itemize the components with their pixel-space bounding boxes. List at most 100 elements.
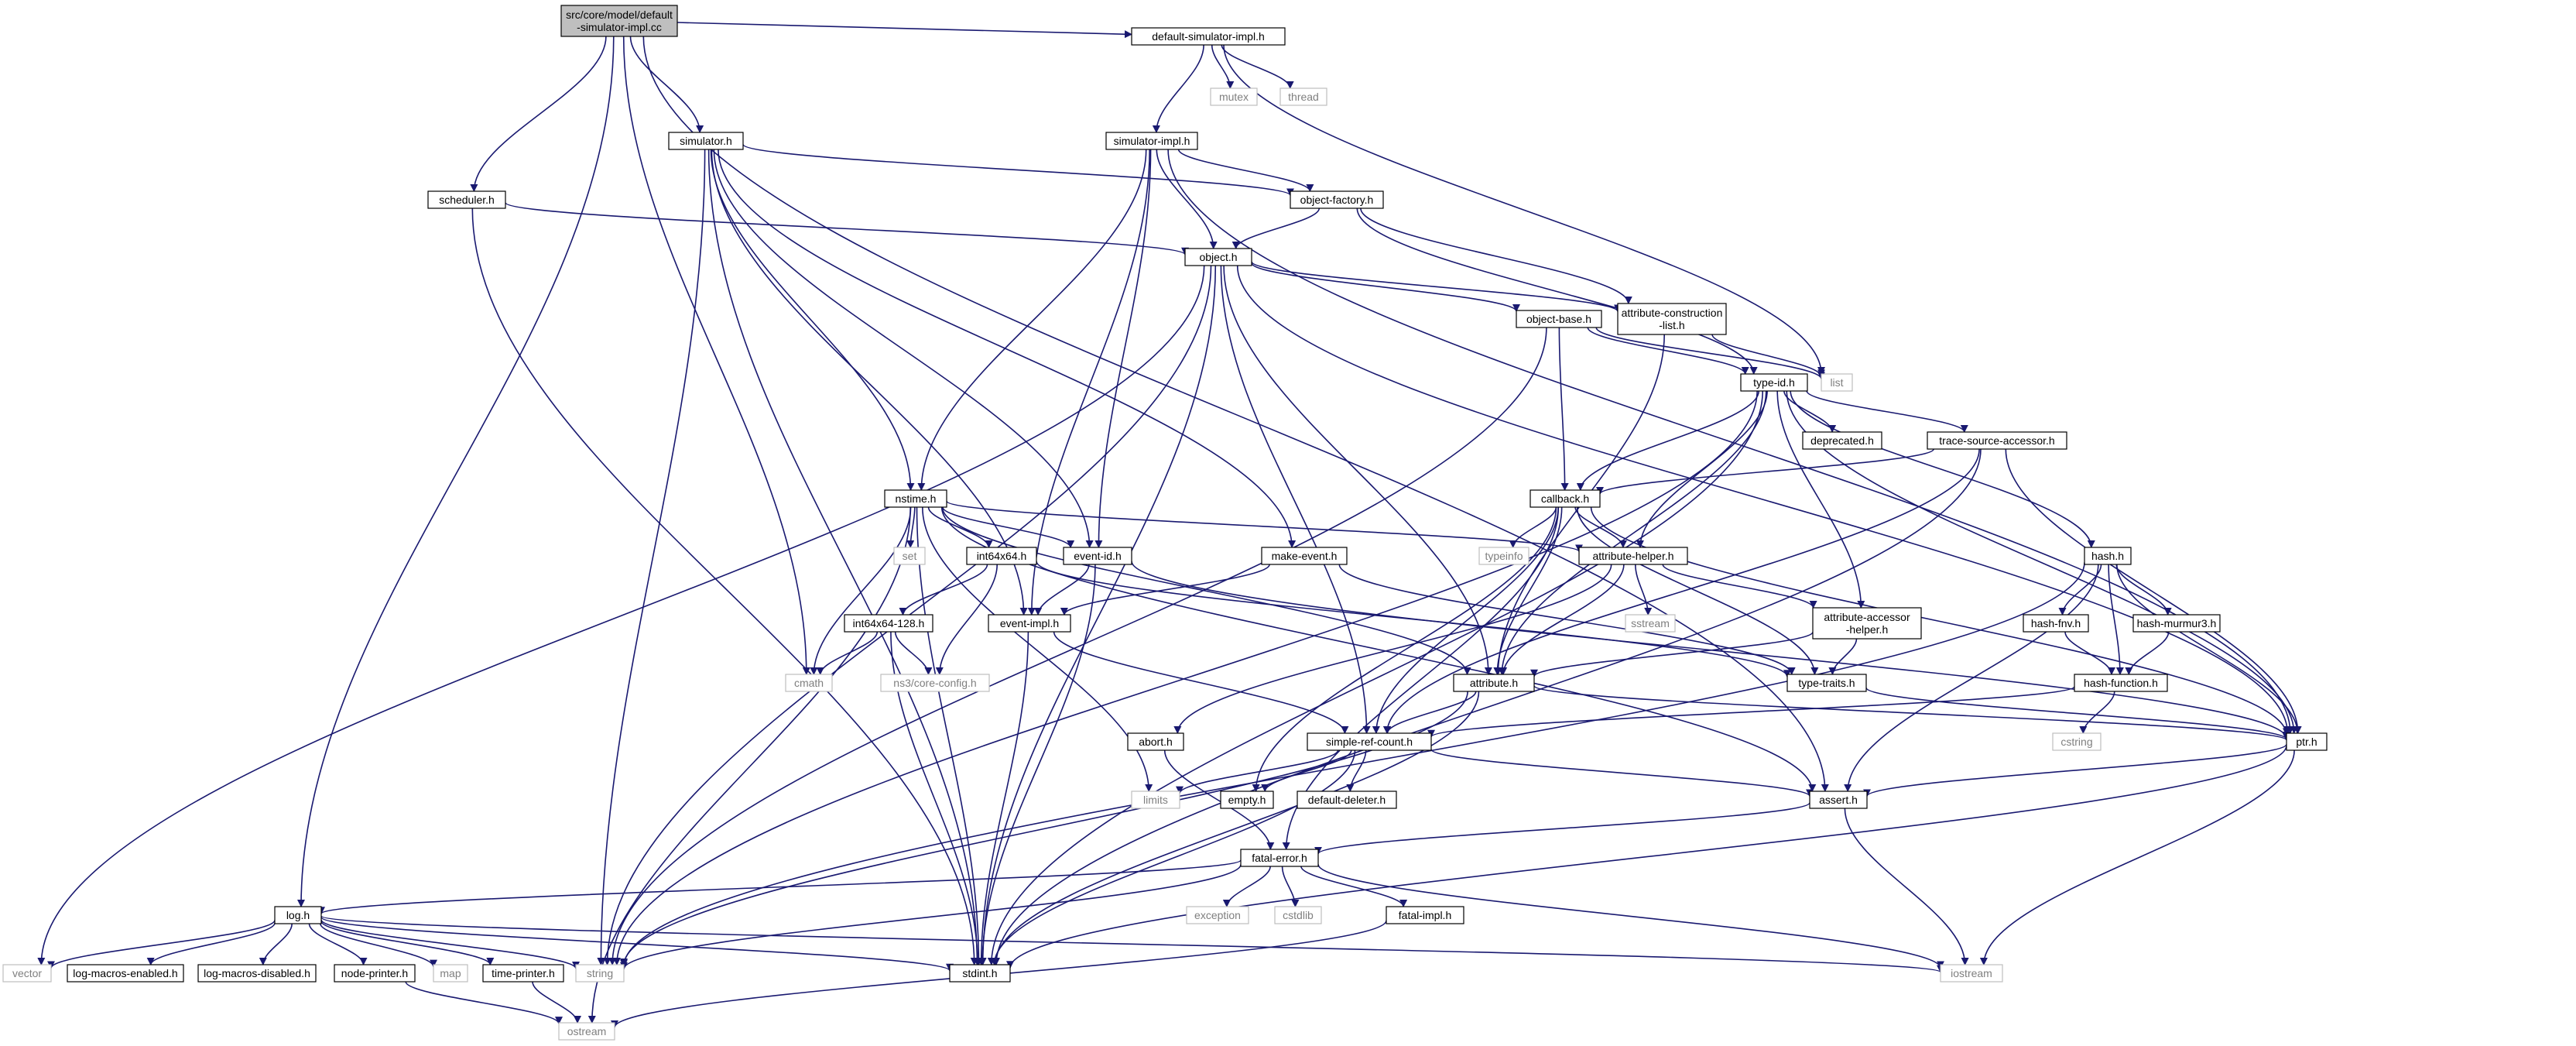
node-simple-ref-count-h[interactable]: simple-ref-count.h xyxy=(1307,732,1432,751)
node-default-simulator-impl-h[interactable]: default-simulator-impl.h xyxy=(1131,27,1286,46)
node-make-event-h[interactable]: make-event.h xyxy=(1261,547,1348,565)
node-ptr-h[interactable]: ptr.h xyxy=(2286,732,2328,751)
node-stdint-h[interactable]: stdint.h xyxy=(949,964,1011,983)
node-layer: src/core/model/default-simulator-impl.cc… xyxy=(2,5,2328,1041)
edge-nstimeh-to-attrhelph xyxy=(946,500,1583,553)
node-label: hash-murmur3.h xyxy=(2137,617,2217,629)
edge-eventidh-to-eventimplh xyxy=(1034,564,1090,616)
node-assert-h[interactable]: assert.h xyxy=(1809,791,1868,809)
node-label: node-printer.h xyxy=(341,967,408,979)
node-label: cstring xyxy=(2060,736,2092,748)
node-default-deleter-h[interactable]: default-deleter.h xyxy=(1297,791,1397,809)
node-hash-h[interactable]: hash.h xyxy=(2084,547,2132,565)
node-label: hash.h xyxy=(2091,550,2124,562)
node-nstime-h[interactable]: nstime.h xyxy=(884,489,947,508)
node-trace-source-accessor-h[interactable]: trace-source-accessor.h xyxy=(1927,431,2067,450)
node-attribute-accessor-helper-h[interactable]: attribute-accessor-helper.h xyxy=(1812,607,1922,640)
node-label: sstream xyxy=(1631,617,1670,629)
node-simulator-impl-h[interactable]: simulator-impl.h xyxy=(1105,132,1198,150)
node-type-traits-h[interactable]: type-traits.h xyxy=(1786,674,1867,692)
node-label: simulator.h xyxy=(680,135,732,147)
edge-fatalerrh-to-exception xyxy=(1222,866,1271,907)
node-box xyxy=(1105,132,1198,150)
edge-objh-to-stdinth xyxy=(978,265,1217,965)
node-hash-murmur3-h[interactable]: hash-murmur3.h xyxy=(2132,614,2221,633)
node-object-h[interactable]: object.h xyxy=(1184,248,1252,266)
node-ns3-core-config-h: ns3/core-config.h xyxy=(880,674,990,692)
edge-attrhelph-to-attrh xyxy=(1499,564,1625,675)
node-label: typeinfo xyxy=(1485,550,1523,562)
node-int64x64-128-h[interactable]: int64x64-128.h xyxy=(844,614,933,633)
node-hash-fnv-h[interactable]: hash-fnv.h xyxy=(2023,614,2089,633)
node-log-macros-enabled-h[interactable]: log-macros-enabled.h xyxy=(67,964,184,983)
node-string: string xyxy=(575,964,625,983)
node-box xyxy=(1279,87,1327,106)
edge-attrh-to-stdinth xyxy=(991,691,1480,965)
node-object-base-h[interactable]: object-base.h xyxy=(1516,310,1602,328)
node-empty-h[interactable]: empty.h xyxy=(1220,791,1274,809)
node-attribute-construction-list-h[interactable]: attribute-construction-list.h xyxy=(1617,303,1727,335)
node-iostream: iostream xyxy=(1940,964,2003,983)
node-box xyxy=(2286,732,2328,751)
node-event-impl-h[interactable]: event-impl.h xyxy=(988,614,1071,633)
node-node-printer-h[interactable]: node-printer.h xyxy=(334,964,416,983)
node-attribute-h[interactable]: attribute.h xyxy=(1453,674,1535,692)
node-label: int64x64.h xyxy=(977,550,1027,562)
node-box xyxy=(558,1022,615,1041)
node-box xyxy=(334,964,416,983)
node-box xyxy=(575,964,625,983)
edge-hashfunch-to-srch xyxy=(1427,685,2075,738)
node-deprecated-h[interactable]: deprecated.h xyxy=(1802,431,1882,450)
node-box xyxy=(844,614,933,633)
node-fatal-error-h[interactable]: fatal-error.h xyxy=(1240,849,1319,867)
node-type-id-h[interactable]: type-id.h xyxy=(1740,373,1808,392)
node-label: assert.h xyxy=(1819,794,1858,806)
node-src-core-model-default-simulator-impl-cc[interactable]: src/core/model/default-simulator-impl.cc xyxy=(560,5,678,37)
node-time-printer-h[interactable]: time-printer.h xyxy=(482,964,564,983)
node-hash-function-h[interactable]: hash-function.h xyxy=(2074,674,2168,692)
node-label: -simulator-impl.cc xyxy=(577,21,662,33)
node-fatal-impl-h[interactable]: fatal-impl.h xyxy=(1386,906,1464,924)
node-object-factory-h[interactable]: object-factory.h xyxy=(1290,190,1384,209)
node-simulator-h[interactable]: simulator.h xyxy=(668,132,744,150)
edge-root-to-dsimplh xyxy=(677,22,1132,39)
edge-hashh-to-asserth xyxy=(1844,564,2099,792)
edge-callbackh-to-attrh xyxy=(1493,506,1563,675)
node-label: event-id.h xyxy=(1074,550,1121,562)
edge-nstimeh-to-ostream xyxy=(587,506,911,1024)
node-log-h[interactable]: log.h xyxy=(274,906,322,924)
node-label: hash-fnv.h xyxy=(2031,617,2081,629)
edge-objh-to-srch xyxy=(1220,265,1371,734)
node-label: abort.h xyxy=(1139,736,1173,748)
node-abort-h[interactable]: abort.h xyxy=(1127,732,1184,751)
edge-objfach-to-objh xyxy=(1231,207,1321,249)
edge-eventidh-to-stdinth xyxy=(978,564,1096,965)
node-label: default-deleter.h xyxy=(1308,794,1386,806)
edge-fatalerrh-to-iostream xyxy=(1317,864,1944,969)
node-box xyxy=(1220,791,1274,809)
node-int64x64-h[interactable]: int64x64.h xyxy=(966,547,1037,565)
node-label: -helper.h xyxy=(1846,623,1888,636)
edge-simh-to-stdinth xyxy=(707,149,981,965)
node-label: object.h xyxy=(1199,251,1237,263)
edge-makeeventh-to-eventimplh xyxy=(1060,564,1270,616)
edge-int128h-to-coreconfig xyxy=(894,631,933,675)
node-box xyxy=(1516,310,1602,328)
node-label: type-traits.h xyxy=(1798,677,1855,689)
node-label: limits xyxy=(1143,794,1168,806)
edge-typeidh-to-tsah xyxy=(1806,390,1968,433)
edge-callbackh-to-attrhelph xyxy=(1574,506,1627,548)
node-scheduler-h[interactable]: scheduler.h xyxy=(427,190,506,209)
edge-tsah-to-callbackh xyxy=(1596,448,1934,495)
node-label: type-id.h xyxy=(1753,376,1795,389)
node-box xyxy=(1625,614,1676,633)
edge-eventimplh-to-stdinth xyxy=(977,631,1029,965)
node-log-macros-disabled-h[interactable]: log-macros-disabled.h xyxy=(197,964,317,983)
node-callback-h[interactable]: callback.h xyxy=(1530,489,1601,508)
node-box xyxy=(2023,614,2089,633)
edge-logh-to-timeprinth xyxy=(320,921,495,965)
node-box xyxy=(1786,674,1867,692)
node-event-id-h[interactable]: event-id.h xyxy=(1063,547,1132,565)
node-attribute-helper-h[interactable]: attribute-helper.h xyxy=(1578,547,1688,565)
